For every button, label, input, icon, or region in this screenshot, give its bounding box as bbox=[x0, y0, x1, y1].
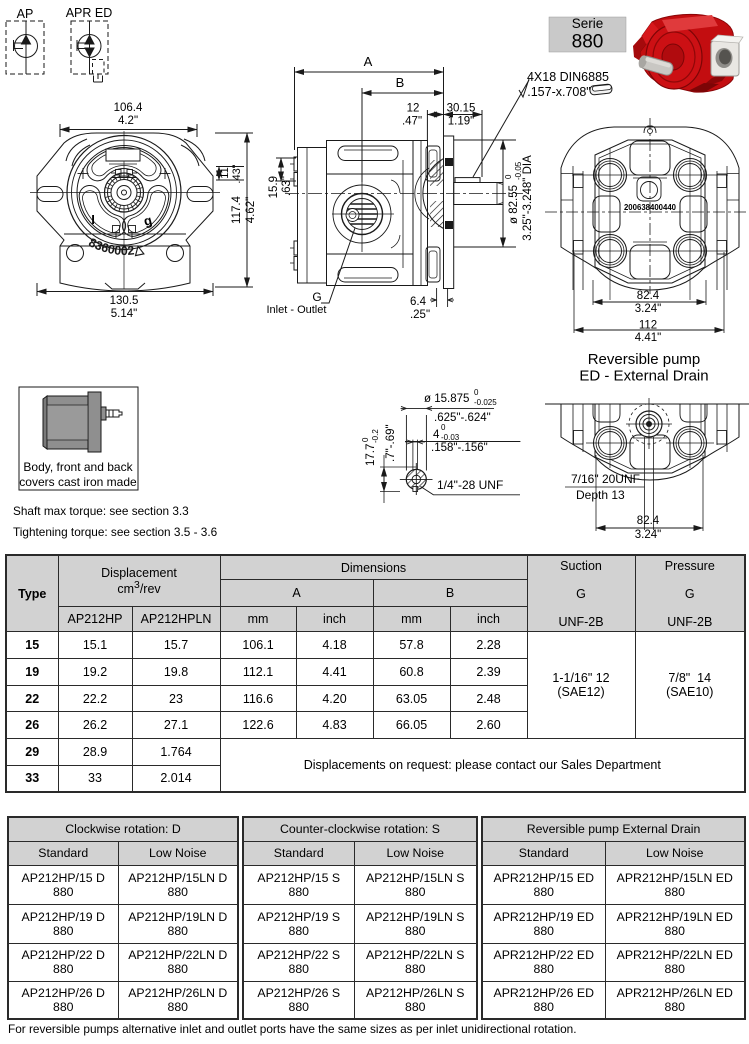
svg-text:Serie: Serie bbox=[572, 16, 604, 31]
svg-text:AP: AP bbox=[17, 7, 34, 21]
svg-text:.25": .25" bbox=[410, 309, 430, 321]
svg-text:Body, front and back: Body, front and back bbox=[23, 460, 133, 474]
svg-text:-0.025: -0.025 bbox=[474, 398, 497, 407]
svg-text:-0.03: -0.03 bbox=[441, 433, 460, 442]
svg-text:0: 0 bbox=[441, 423, 446, 432]
svg-text:.158"-.156": .158"-.156" bbox=[431, 442, 488, 454]
svg-text:11: 11 bbox=[219, 167, 231, 178]
svg-text:6.4: 6.4 bbox=[410, 296, 427, 308]
svg-text:ED - External Drain: ED - External Drain bbox=[579, 368, 708, 385]
svg-text:3.25"-3.248" DIA: 3.25"-3.248" DIA bbox=[522, 155, 534, 241]
svg-text:117.4: 117.4 bbox=[231, 195, 243, 224]
svg-text:Inlet - Outlet: Inlet - Outlet bbox=[267, 304, 327, 316]
svg-text:.47": .47" bbox=[402, 116, 422, 128]
svg-text:3.24": 3.24" bbox=[635, 303, 661, 315]
svg-text:Shaft max torque: see section: Shaft max torque: see section 3.3 bbox=[13, 504, 189, 518]
svg-text:7/16" 20UNF: 7/16" 20UNF bbox=[571, 472, 640, 486]
svg-text:ø 15.875: ø 15.875 bbox=[424, 393, 469, 405]
svg-text:0: 0 bbox=[504, 174, 513, 179]
svg-text:-0.05: -0.05 bbox=[514, 161, 523, 180]
svg-text:Reversible pump: Reversible pump bbox=[588, 351, 701, 368]
svg-text:112: 112 bbox=[639, 320, 657, 332]
svg-text:.625"-.624": .625"-.624" bbox=[434, 412, 491, 424]
svg-text:12: 12 bbox=[407, 103, 420, 115]
svg-text:APR ED: APR ED bbox=[66, 6, 113, 20]
svg-text:82.4: 82.4 bbox=[637, 515, 660, 527]
svg-text:G: G bbox=[312, 290, 321, 304]
svg-text:4.2": 4.2" bbox=[118, 115, 138, 127]
svg-text:ø 82.55: ø 82.55 bbox=[508, 185, 520, 224]
svg-text:130.5: 130.5 bbox=[110, 295, 139, 307]
svg-text:covers cast iron made: covers cast iron made bbox=[19, 475, 137, 489]
svg-text:B: B bbox=[396, 75, 405, 90]
svg-text:.157-x.708": .157-x.708" bbox=[527, 85, 591, 99]
svg-text:4.41": 4.41" bbox=[635, 332, 661, 344]
svg-text:Tightening torque: see section: Tightening torque: see section 3.5 - 3.6 bbox=[13, 525, 218, 539]
svg-text:4X18 DIN6885: 4X18 DIN6885 bbox=[527, 70, 609, 84]
svg-text:A: A bbox=[364, 54, 373, 69]
svg-text:Depth 13: Depth 13 bbox=[576, 488, 625, 502]
svg-text:5.14": 5.14" bbox=[111, 308, 137, 320]
svg-text:106.4: 106.4 bbox=[114, 102, 143, 114]
svg-text:4: 4 bbox=[433, 429, 440, 441]
svg-text:g: g bbox=[142, 212, 154, 229]
svg-text:.43": .43" bbox=[231, 164, 243, 183]
svg-text:82.4: 82.4 bbox=[637, 290, 660, 302]
svg-text:4.62": 4.62" bbox=[245, 197, 257, 223]
svg-text:1/4"-28 UNF: 1/4"-28 UNF bbox=[437, 478, 503, 492]
svg-text:.7"-.69": .7"-.69" bbox=[385, 424, 397, 462]
svg-text:17.7: 17.7 bbox=[365, 444, 377, 466]
svg-text:15.9: 15.9 bbox=[268, 176, 280, 198]
svg-text:3.24": 3.24" bbox=[635, 529, 661, 541]
svg-text:30.15: 30.15 bbox=[447, 103, 476, 115]
svg-text:880: 880 bbox=[572, 32, 604, 53]
svg-text:0: 0 bbox=[474, 388, 479, 397]
svg-text:I: I bbox=[91, 212, 95, 227]
svg-text:1.19": 1.19" bbox=[448, 116, 474, 128]
svg-text:.63": .63" bbox=[281, 176, 293, 196]
svg-text:-0.2: -0.2 bbox=[371, 429, 380, 443]
svg-text:0: 0 bbox=[361, 437, 370, 442]
